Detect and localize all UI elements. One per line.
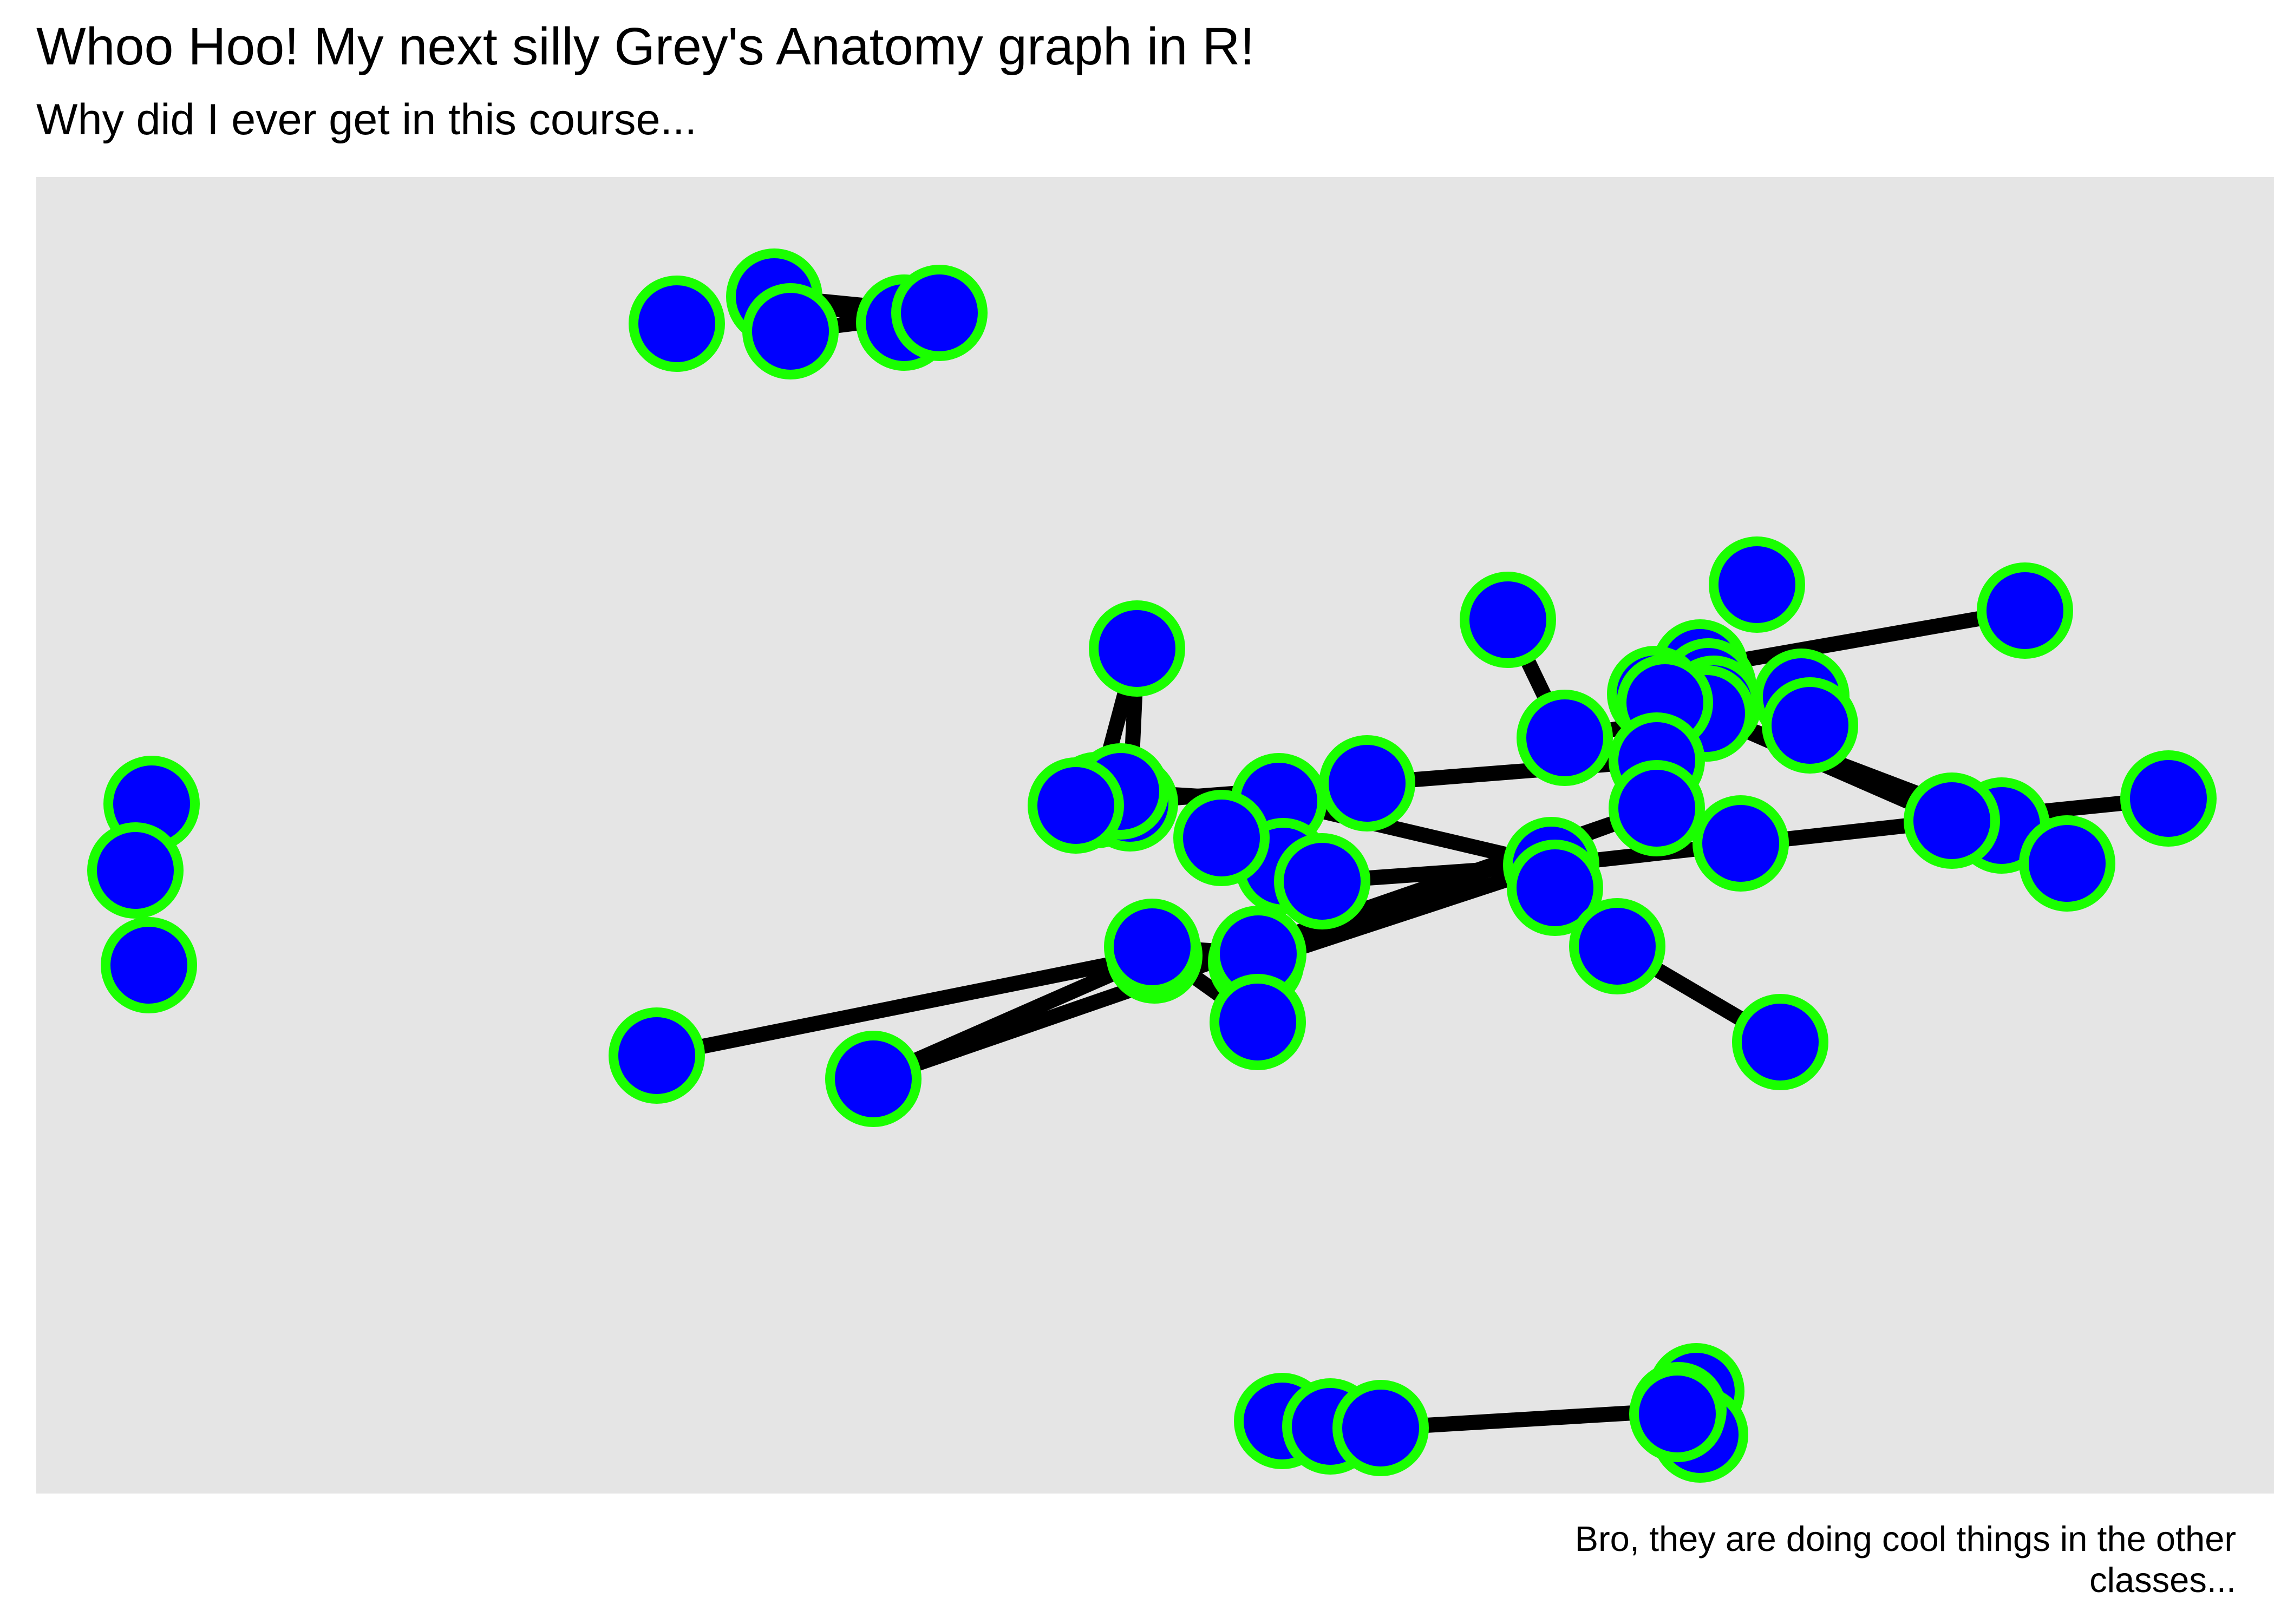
graph-edge [1366,753,1658,791]
graph-node [1028,757,1124,854]
graph-node [2019,815,2115,912]
graph-node [1507,840,1603,936]
graph-node [609,1007,705,1104]
graph-node [1319,735,1415,831]
graph-edge [655,948,1156,1063]
nodes-layer [87,248,2217,1483]
graph-node [1332,1380,1429,1476]
graph-node [1732,994,1828,1090]
graph-node [1609,760,1705,856]
graph-node [1460,572,1556,668]
network-plot-panel [36,177,2274,1494]
graph-node [2120,750,2217,847]
chart-title: Whoo Hoo! My next silly Grey's Anatomy g… [36,17,1255,76]
graph-node [1274,833,1370,929]
graph-node [1089,600,1185,697]
chart-subtitle: Why did I ever get in this course... [36,95,697,144]
graph-node [1762,677,1858,774]
graph-node [825,1031,922,1127]
graph-node [891,265,988,361]
graph-node [1210,974,1306,1070]
graph-node [1104,899,1200,995]
graph-node [1173,790,1270,886]
graph-node [629,276,725,372]
chart-caption: Bro, they are doing cool things in the o… [1574,1519,2236,1600]
graph-node [1569,898,1665,994]
graph-node [1693,795,1789,892]
graph-edge [1380,1403,1679,1436]
graph-node [1904,772,2000,869]
graph-node [101,917,197,1013]
graph-node [742,283,839,379]
graph-node [1709,536,1805,633]
graph-node [1977,562,2073,659]
graph-edge [1698,603,2027,675]
graph-node [1517,690,1613,786]
graph-node [87,822,184,919]
graph-edge [1256,801,1659,961]
graph-node [1629,1366,1726,1462]
